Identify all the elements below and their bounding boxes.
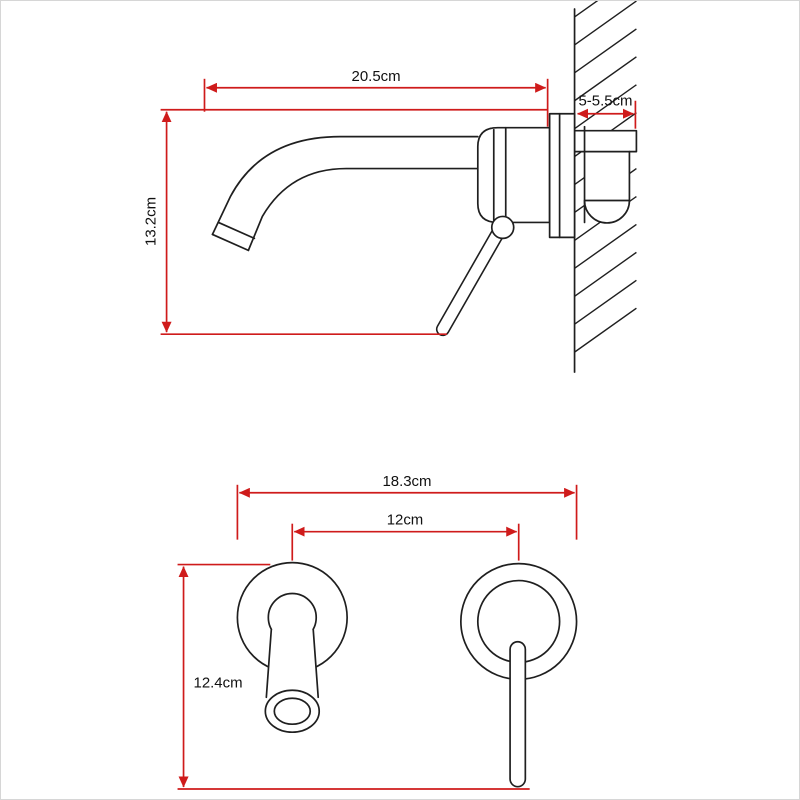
dimension-wall-depth: 5-5.5cm <box>577 93 637 129</box>
dim-label-height-front: 12.4cm <box>194 674 243 691</box>
handle-lever <box>435 215 515 337</box>
concealed-valve <box>573 125 638 224</box>
spout-top-curve <box>211 135 479 236</box>
front-view: 18.3cm 12cm 12.4cm <box>177 473 578 790</box>
dimension-spout-reach: 20.5cm <box>203 68 549 127</box>
spout-tube-left <box>265 628 273 699</box>
spout-tip-face <box>211 233 250 252</box>
side-view: 20.5cm 5-5.5cm 13.2cm <box>143 1 638 373</box>
valve-body-fill <box>584 151 630 201</box>
spout-outlet-bore <box>273 697 312 726</box>
spout-tube-right <box>312 628 320 699</box>
wall-plate <box>548 112 576 239</box>
dimension-centre-distance: 12cm <box>291 512 520 561</box>
dim-label-overall-width: 18.3cm <box>382 473 431 490</box>
dim-label-height-side: 13.2cm <box>143 197 160 246</box>
spout-tube-fill <box>266 629 319 700</box>
mixer-body <box>476 126 551 224</box>
spout-front <box>236 561 348 734</box>
dim-label-spout-reach: 20.5cm <box>352 68 401 85</box>
handle-pivot <box>490 215 515 240</box>
spout-outlet-rim <box>264 689 321 734</box>
dimension-height-front: 12.4cm <box>177 563 530 790</box>
spout-bottom-curve <box>247 167 479 252</box>
mixer-control-front <box>459 562 578 788</box>
spout-fill <box>212 136 478 251</box>
dimension-height-side: 13.2cm <box>143 108 548 336</box>
faucet-side-profile <box>211 112 576 337</box>
spout-aerator-band <box>217 221 256 240</box>
dim-label-wall-depth: 5-5.5cm <box>578 93 632 110</box>
dim-label-centres: 12cm <box>387 512 424 529</box>
dimension-overall-width: 18.3cm <box>236 473 578 540</box>
valve-round-bottom <box>583 199 631 224</box>
